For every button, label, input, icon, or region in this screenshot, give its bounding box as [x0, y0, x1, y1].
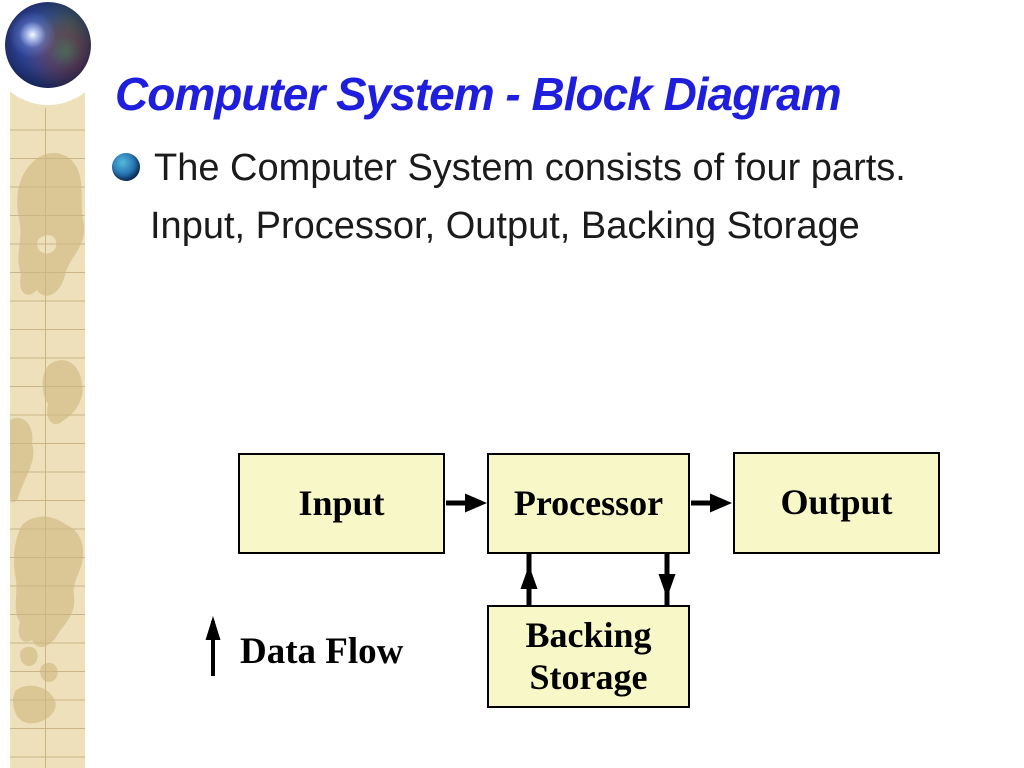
diagram-box-processor-label: Processor	[513, 482, 664, 523]
diagram-box-backing-storage: Backing Storage	[487, 605, 690, 708]
arrow-processor-to-output	[691, 493, 732, 513]
diagram-box-output: Output	[733, 452, 940, 554]
legend-data-flow-arrow-icon	[205, 616, 221, 676]
legend-data-flow-label: Data Flow	[240, 631, 404, 672]
diagram-box-output-label: Output	[780, 482, 893, 523]
diagram-box-input-label: Input	[298, 482, 385, 523]
diagram-box-processor: Processor	[487, 453, 690, 554]
diagram-box-input: Input	[238, 453, 445, 554]
arrow-processor-to-backing-storage	[658, 554, 676, 606]
globe-bullet-icon	[112, 153, 140, 181]
slide-title: Computer System - Block Diagram	[115, 68, 842, 120]
bullet-continuation-text: Input, Processor, Output, Backing Storag…	[150, 205, 860, 247]
diagram-box-backing-storage-label: Backing Storage	[525, 615, 652, 697]
bullet-text: The Computer System consists of four par…	[154, 147, 906, 189]
map-grid-lines	[10, 108, 85, 768]
arrow-backing-storage-to-processor	[520, 554, 538, 606]
map-continent-shapes	[10, 152, 85, 724]
arrow-input-to-processor	[446, 493, 487, 513]
globe-logo-icon	[5, 2, 91, 88]
world-map-side-strip	[10, 0, 85, 768]
